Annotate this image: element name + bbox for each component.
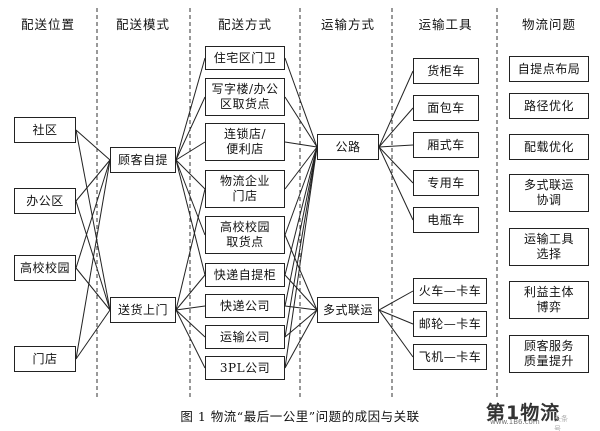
location-store: 门店 (14, 346, 76, 372)
method-transport-company: 运输公司 (205, 325, 285, 349)
location-campus: 高校校园 (14, 255, 76, 281)
problem-load-optimization: 配载优化 (509, 134, 589, 160)
problem-route-optimization: 路径优化 (509, 93, 589, 119)
header-location: 配送位置 (8, 10, 88, 38)
tool-special-vehicle: 专用车 (413, 170, 479, 196)
connector-community-self_pickup (75, 129, 111, 161)
connector-road-electric_vehicle (378, 146, 414, 221)
tool-van: 面包车 (413, 95, 479, 121)
connector-tpl-road (284, 146, 318, 369)
transport-road: 公路 (317, 134, 379, 160)
connector-community-home_delivery (75, 129, 111, 311)
mode-self-pickup: 顾客自提 (110, 147, 176, 173)
connector-chain_store-road (284, 141, 318, 148)
connector-home_delivery-courier (175, 305, 206, 311)
connector-campus_point-multimodal (284, 234, 318, 311)
connector-guard-road (284, 57, 318, 148)
connector-road-box_truck (378, 144, 414, 148)
connector-office-home_delivery (75, 200, 111, 311)
watermark-logo: 第1物流 www.1B6.com 头条号 (486, 396, 572, 431)
connector-transport_co-road (284, 146, 318, 338)
connector-office-self_pickup (75, 159, 111, 202)
connector-road-container_truck (378, 70, 414, 148)
method-campus-pickup-point: 高校校园 取货点 (205, 216, 285, 254)
connector-campus-self_pickup (75, 159, 111, 269)
header-method: 配送方式 (200, 10, 290, 38)
connector-store-home_delivery (75, 309, 111, 360)
tool-ship-truck: 邮轮—卡车 (413, 311, 487, 337)
connector-store-self_pickup (75, 159, 111, 360)
problem-service-quality: 顾客服务 质量提升 (509, 335, 589, 373)
connector-multimodal-train_truck (378, 290, 414, 311)
method-courier-company: 快递公司 (205, 294, 285, 318)
header-transport: 运输方式 (308, 10, 388, 38)
method-3pl-company: 3PL公司 (205, 356, 285, 380)
logo-url: www.1B6.com (490, 418, 540, 426)
connector-office_point-road (284, 96, 318, 148)
logo-mark: 第1物流 (486, 401, 561, 424)
tool-box-truck: 厢式车 (413, 132, 479, 158)
connector-tpl-multimodal (284, 309, 318, 369)
connector-logistics_store-road (284, 146, 318, 190)
problem-tool-selection: 运输工具 选择 (509, 228, 589, 266)
connector-locker-road (284, 146, 318, 276)
method-logistics-company-store: 物流企业 门店 (205, 170, 285, 208)
transport-multimodal: 多式联运 (317, 297, 379, 323)
connector-multimodal-plane_truck (378, 309, 414, 358)
logo-tag: 头条号 (554, 415, 568, 431)
connector-courier-multimodal (284, 305, 318, 311)
connector-campus_point-road (284, 146, 318, 236)
tool-container-truck: 货柜车 (413, 58, 479, 84)
method-residential-guard: 住宅区门卫 (205, 46, 285, 70)
connector-road-special_vehicle (378, 146, 414, 184)
method-office-pickup-point: 写字楼/办公 区取货点 (205, 78, 285, 116)
method-express-locker: 快递自提柜 (205, 263, 285, 287)
location-community: 社区 (14, 117, 76, 143)
tool-train-truck: 火车—卡车 (413, 278, 487, 304)
method-chain-convenience-store: 连锁店/ 便利店 (205, 123, 285, 161)
header-mode: 配送模式 (103, 10, 183, 38)
connector-road-van (378, 107, 414, 148)
problem-pickup-layout: 自提点布局 (509, 56, 589, 82)
tool-plane-truck: 飞机—卡车 (413, 344, 487, 370)
tool-electric-vehicle: 电瓶车 (413, 207, 479, 233)
connector-transport_co-multimodal (284, 309, 318, 338)
connector-home_delivery-locker (175, 274, 206, 311)
connector-locker-multimodal (284, 274, 318, 311)
location-office: 办公区 (14, 188, 76, 214)
mode-home-delivery: 送货上门 (110, 297, 176, 323)
figure-caption: 图 1 物流“最后一公里”问题的成因与关联 (180, 409, 420, 424)
problem-stakeholder-game: 利益主体 博弈 (509, 281, 589, 319)
header-tools: 运输工具 (403, 10, 488, 38)
connector-self_pickup-logistics_store (175, 159, 206, 190)
connector-courier-road (284, 146, 318, 307)
connector-self_pickup-locker (175, 159, 206, 276)
problem-multimodal-coordination: 多式联运 协调 (509, 174, 589, 212)
connector-multimodal-ship_truck (378, 309, 414, 325)
header-problems: 物流问题 (505, 10, 593, 38)
connector-campus-home_delivery (75, 267, 111, 311)
